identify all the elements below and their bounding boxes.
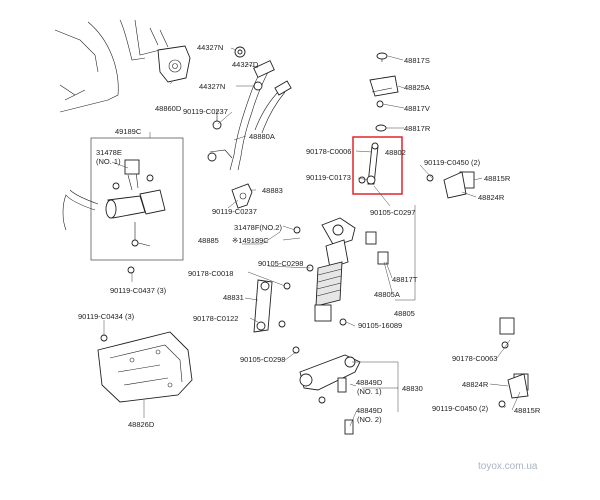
label-90119-C0450-top: 90119-C0450 (2) (424, 158, 481, 167)
label-48815R-bottom: 48815R (514, 406, 541, 415)
label-90119-C0237-bottom: 90119-C0237 (212, 207, 257, 216)
label-48817S: 48817S (404, 56, 430, 65)
label-48817T: 48817T (392, 275, 418, 284)
label-no1-d: (NO. 1) (357, 387, 382, 396)
watermark: toyox.com.ua (478, 461, 538, 472)
label-48830: 48830 (402, 384, 423, 393)
leader-lines (103, 47, 521, 427)
stabilizer-bar (365, 171, 529, 408)
label-48817R: 48817R (404, 124, 431, 133)
label-90178-C0063: 90178-C0063 (452, 354, 497, 363)
label-44327D: 44327D (232, 60, 259, 69)
body-frame-sketch (54, 19, 191, 113)
label-90119-C0173: 90119-C0173 (306, 173, 351, 182)
label-149189C: ※149189C (232, 236, 269, 245)
stabilizer-link (358, 52, 399, 185)
lower-arm (299, 354, 361, 435)
label-31478F: 31478F(NO.2) (234, 223, 282, 232)
label-48805A: 48805A (374, 290, 400, 299)
label-90105-C0298-top: 90105-C0298 (258, 259, 303, 268)
label-90105-C0298-bottom: 90105-C0298 (240, 355, 285, 364)
shock-absorber (253, 217, 356, 354)
label-90105-C0297: 90105-C0297 (370, 208, 415, 217)
label-90178-C0122: 90178-C0122 (193, 314, 238, 323)
label-48817V: 48817V (404, 104, 430, 113)
label-90105-16089: 90105-16089 (358, 321, 402, 330)
skid-plate (97, 331, 193, 403)
label-90178-C0018: 90178-C0018 (188, 269, 233, 278)
label-90119-C0434: 90119-C0434 (3) (78, 312, 135, 321)
label-48825A: 48825A (404, 83, 430, 92)
label-31478E: 31478E (96, 148, 122, 157)
label-44327N-top: 44327N (197, 43, 223, 52)
accumulator-box (62, 137, 184, 274)
hydraulic-hoses (207, 46, 292, 209)
label-48883: 48883 (262, 186, 283, 195)
label-48805: 48805 (394, 309, 415, 318)
label-90119-C0437: 90119-C0437 (3) (110, 286, 167, 295)
label-48824R-bottom: 48824R (462, 380, 489, 389)
label-48815R-top: 48815R (484, 174, 511, 183)
label-90119-C0450-bottom: 90119-C0450 (2) (432, 404, 489, 413)
part-labels: 44327N 44327D 44327N 48860D 90119-C0237 … (78, 43, 541, 429)
label-90119-C0237-top: 90119-C0237 (183, 107, 228, 116)
highlight-box (352, 136, 403, 195)
label-48880A: 48880A (249, 132, 275, 141)
label-no1-e: (NO. 1) (96, 157, 121, 166)
label-48860D: 48860D (155, 104, 182, 113)
label-48831: 48831 (223, 293, 244, 302)
label-90178-C0006: 90178-C0006 (306, 147, 351, 156)
label-48849D-no2: 48849D (356, 406, 383, 415)
label-no2: (NO. 2) (357, 415, 382, 424)
label-48824R-top: 48824R (478, 193, 505, 202)
label-48826D: 48826D (128, 420, 155, 429)
label-49189C: 49189C (115, 127, 142, 136)
label-48849D-no1: 48849D (356, 378, 383, 387)
label-48885: 48885 (198, 236, 219, 245)
label-44327N-mid: 44327N (199, 82, 225, 91)
label-48802: 48802 (385, 148, 406, 157)
